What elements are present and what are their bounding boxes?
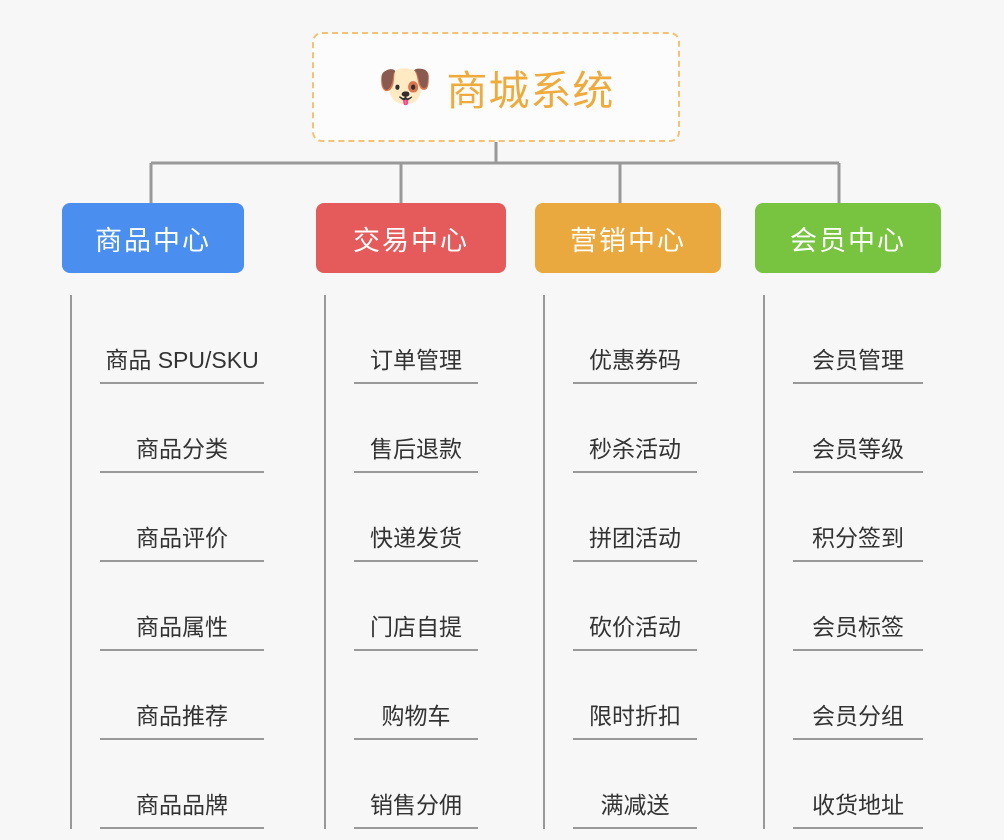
leaf-item[interactable]: 满减送 (543, 740, 749, 829)
leaf-item-label: 会员分组 (793, 703, 923, 740)
leaf-list-member-center: 会员管理 会员等级 积分签到 会员标签 会员分组 收货地址 (755, 295, 969, 829)
leaf-item[interactable]: 限时折扣 (543, 651, 749, 740)
leaf-item-label: 购物车 (354, 703, 478, 740)
branch-column-member-center: 会员中心 会员管理 会员等级 积分签到 会员标签 会员分组 收货地址 (755, 203, 969, 829)
category-label: 交易中心 (353, 225, 469, 256)
leaf-spine (543, 295, 545, 829)
leaf-item[interactable]: 砍价活动 (543, 562, 749, 651)
leaf-item[interactable]: 快递发货 (324, 473, 530, 562)
leaf-item-label: 积分签到 (793, 525, 923, 562)
leaf-item[interactable]: 商品分类 (70, 384, 312, 473)
leaf-item[interactable]: 商品推荐 (70, 651, 312, 740)
leaf-item-label: 限时折扣 (573, 703, 697, 740)
leaf-item-label: 会员等级 (793, 436, 923, 473)
leaf-item[interactable]: 会员分组 (763, 651, 969, 740)
leaf-item-label: 砍价活动 (573, 614, 697, 651)
category-label: 会员中心 (790, 225, 906, 256)
leaf-item-label: 拼团活动 (573, 525, 697, 562)
leaf-spine (70, 295, 72, 829)
leaf-spine (324, 295, 326, 829)
leaf-item[interactable]: 订单管理 (324, 295, 530, 384)
leaf-item-label: 秒杀活动 (573, 436, 697, 473)
leaf-item-label: 商品推荐 (100, 703, 264, 740)
category-label: 营销中心 (570, 225, 686, 256)
leaf-item[interactable]: 优惠券码 (543, 295, 749, 384)
leaf-item-label: 售后退款 (354, 436, 478, 473)
leaf-item[interactable]: 门店自提 (324, 562, 530, 651)
leaf-list-marketing-center: 优惠券码 秒杀活动 拼团活动 砍价活动 限时折扣 满减送 (535, 295, 749, 829)
leaf-item[interactable]: 商品 SPU/SKU (70, 295, 312, 384)
leaf-spine (763, 295, 765, 829)
leaf-item-label: 商品分类 (100, 436, 264, 473)
leaf-item-label: 会员管理 (793, 347, 923, 384)
leaf-item[interactable]: 购物车 (324, 651, 530, 740)
category-box-product-center[interactable]: 商品中心 (62, 203, 244, 273)
branch-column-product-center: 商品中心 商品 SPU/SKU 商品分类 商品评价 商品属性 商品推荐 商品品牌 (62, 203, 312, 829)
leaf-item-label: 销售分佣 (354, 792, 478, 829)
leaf-item[interactable]: 会员标签 (763, 562, 969, 651)
leaf-item[interactable]: 商品属性 (70, 562, 312, 651)
leaf-item[interactable]: 售后退款 (324, 384, 530, 473)
leaf-item-label: 商品评价 (100, 525, 264, 562)
root-node[interactable]: 🐶 商城系统 (312, 32, 680, 142)
leaf-item-label: 商品属性 (100, 614, 264, 651)
leaf-item[interactable]: 会员管理 (763, 295, 969, 384)
leaf-item-label: 收货地址 (793, 792, 923, 829)
leaf-item-label: 会员标签 (793, 614, 923, 651)
leaf-item-label: 订单管理 (354, 347, 478, 384)
leaf-item[interactable]: 秒杀活动 (543, 384, 749, 473)
branch-column-trade-center: 交易中心 订单管理 售后退款 快递发货 门店自提 购物车 销售分佣 (316, 203, 530, 829)
category-box-marketing-center[interactable]: 营销中心 (535, 203, 721, 273)
leaf-item[interactable]: 会员等级 (763, 384, 969, 473)
category-label: 商品中心 (95, 225, 211, 256)
leaf-item-label: 门店自提 (354, 614, 478, 651)
leaf-item[interactable]: 商品品牌 (70, 740, 312, 829)
leaf-item[interactable]: 积分签到 (763, 473, 969, 562)
category-box-trade-center[interactable]: 交易中心 (316, 203, 506, 273)
leaf-list-product-center: 商品 SPU/SKU 商品分类 商品评价 商品属性 商品推荐 商品品牌 (62, 295, 312, 829)
root-title: 商城系统 (446, 68, 615, 114)
leaf-item[interactable]: 商品评价 (70, 473, 312, 562)
branch-column-marketing-center: 营销中心 优惠券码 秒杀活动 拼团活动 砍价活动 限时折扣 满减送 (535, 203, 749, 829)
shiba-dog-face-icon: 🐶 (377, 62, 433, 111)
leaf-item-label: 商品 SPU/SKU (100, 347, 264, 384)
leaf-item-label: 满减送 (573, 792, 697, 829)
leaf-item-label: 优惠券码 (573, 347, 697, 384)
leaf-item[interactable]: 销售分佣 (324, 740, 530, 829)
leaf-list-trade-center: 订单管理 售后退款 快递发货 门店自提 购物车 销售分佣 (316, 295, 530, 829)
leaf-item[interactable]: 拼团活动 (543, 473, 749, 562)
leaf-item-label: 快递发货 (354, 525, 478, 562)
leaf-item[interactable]: 收货地址 (763, 740, 969, 829)
category-box-member-center[interactable]: 会员中心 (755, 203, 941, 273)
leaf-item-label: 商品品牌 (100, 792, 264, 829)
